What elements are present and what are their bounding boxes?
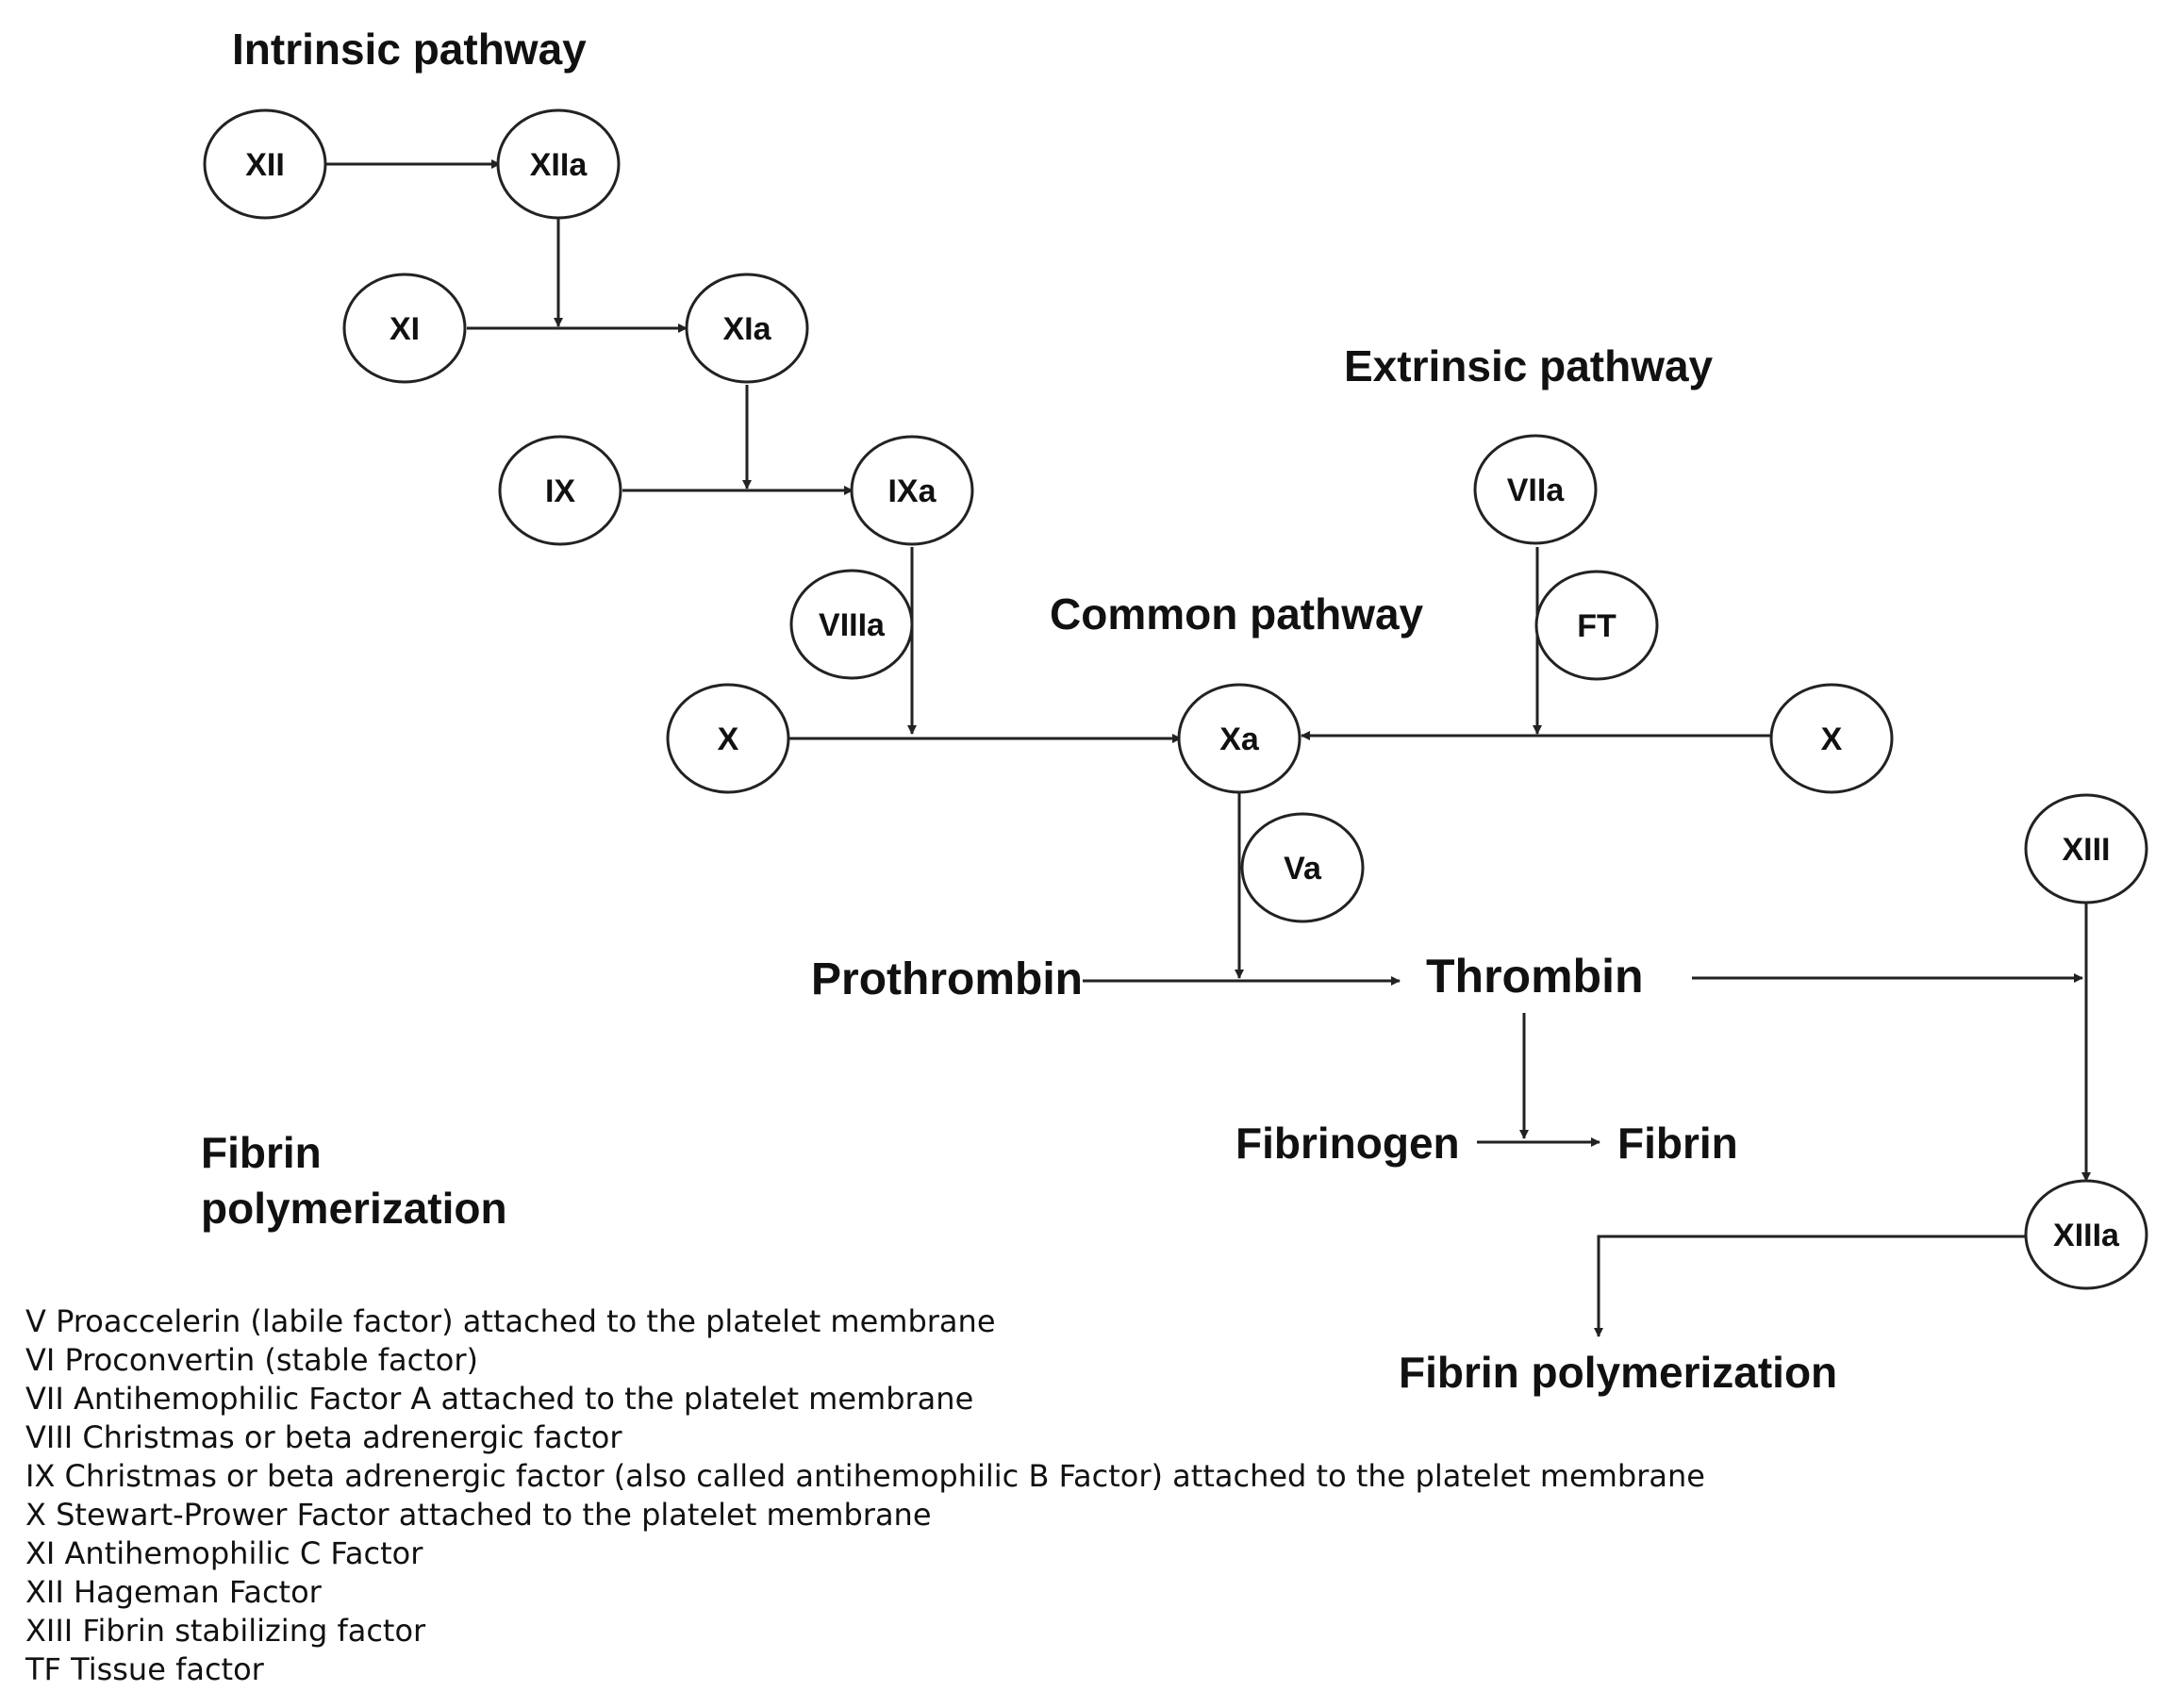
node-viia: VIIa [1473, 434, 1598, 545]
fibrin-polymerization-right: Fibrin polymerization [1399, 1348, 1837, 1397]
legend-line: TF Tissue factor [25, 1651, 265, 1687]
legend-line: XII Hageman Factor [25, 1574, 323, 1610]
node-ix: IX [498, 435, 622, 546]
node-viiia: VIIIa [789, 569, 914, 680]
legend-line: XIII Fibrin stabilizing factor [25, 1613, 426, 1649]
node-xiiia: XIIIa [2024, 1179, 2148, 1290]
node-ix-label: IX [545, 473, 575, 509]
node-x-right-label: X [1821, 721, 1843, 757]
node-xiii-label: XIII [2062, 832, 2110, 868]
node-xii-label: XII [245, 147, 285, 183]
fibrin-polymerization-left-line1: Fibrin [201, 1128, 322, 1177]
node-xiii: XIII [2024, 793, 2148, 904]
intrinsic-edges [325, 159, 917, 735]
node-xiiia-label: XIIIa [2053, 1218, 2120, 1253]
thrombin-label: Thrombin [1426, 950, 1644, 1003]
extrinsic-pathway-heading: Extrinsic pathway [1344, 341, 1714, 390]
node-ixa-label: IXa [887, 473, 937, 509]
common-pathway-heading: Common pathway [1050, 589, 1424, 638]
node-xiia: XIIa [496, 108, 621, 220]
node-xa-label: Xa [1219, 721, 1260, 757]
factor-nodes: XII XIIa XI XIa IX IXa VIIIa X [203, 108, 2148, 1290]
node-va-label: Va [1284, 851, 1322, 887]
node-x-left: X [666, 683, 790, 794]
fibrinogen-label: Fibrinogen [1235, 1119, 1460, 1168]
node-va: Va [1240, 812, 1365, 923]
node-ixa: IXa [850, 435, 974, 546]
node-viiia-label: VIIIa [819, 607, 886, 643]
legend-line: VIII Christmas or beta adrenergic factor [25, 1419, 622, 1455]
prothrombin-label: Prothrombin [811, 954, 1083, 1004]
node-viia-label: VIIa [1507, 473, 1566, 508]
node-xi-label: XI [390, 311, 420, 347]
node-xia-label: XIa [722, 311, 771, 347]
node-xa: Xa [1177, 683, 1302, 794]
node-xii: XII [203, 108, 327, 220]
legend-line: VII Antihemophilic Factor A attached to … [25, 1381, 973, 1417]
common-edges [789, 547, 2091, 1337]
fibrin-polymerization-left-line2: polymerization [201, 1184, 507, 1233]
intrinsic-pathway-heading: Intrinsic pathway [232, 25, 587, 74]
node-xia: XIa [685, 273, 809, 384]
legend-line: XI Antihemophilic C Factor [25, 1535, 423, 1571]
node-x-left-label: X [718, 721, 739, 757]
factor-legend: V Proaccelerin (labile factor) attached … [25, 1303, 1705, 1687]
legend-line: VI Proconvertin (stable factor) [25, 1342, 478, 1378]
legend-line: IX Christmas or beta adrenergic factor (… [25, 1458, 1705, 1494]
node-ft-label: FT [1577, 608, 1617, 644]
fibrin-label: Fibrin [1617, 1119, 1738, 1168]
node-x-right: X [1769, 683, 1894, 794]
node-xi: XI [342, 273, 467, 384]
node-ft: FT [1534, 570, 1659, 681]
edge-xiiia-to-fibrin-polymerization [1594, 1235, 2026, 1337]
legend-line: V Proaccelerin (labile factor) attached … [25, 1303, 996, 1339]
node-xiia-label: XIIa [530, 147, 589, 183]
legend-line: X Stewart-Prower Factor attached to the … [25, 1497, 932, 1533]
